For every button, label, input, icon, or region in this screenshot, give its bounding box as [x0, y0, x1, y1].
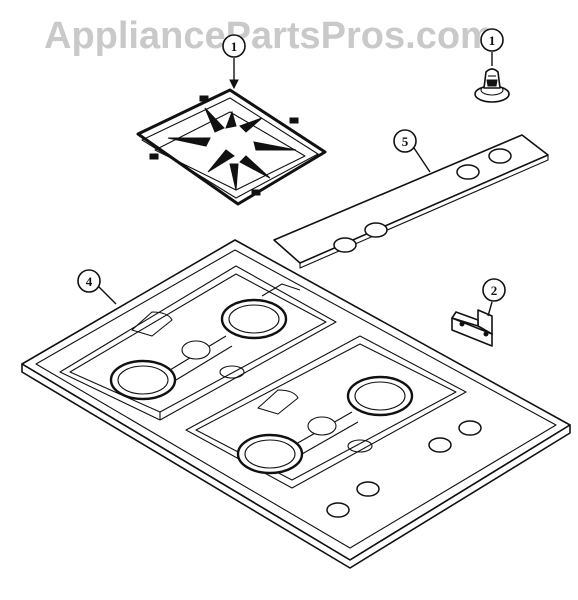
callout-knob: 1	[480, 28, 504, 66]
callout-label: 5	[402, 134, 409, 149]
watermark-text: AppliancePartsPros.com	[44, 15, 494, 57]
knob-part	[474, 68, 510, 103]
callout-cooktop: 4	[77, 269, 117, 305]
grate-part	[136, 88, 327, 206]
bracket-part	[451, 309, 493, 347]
callout-label: 4	[86, 274, 93, 289]
callout-label: 1	[489, 33, 496, 48]
callout-bracket: 2	[482, 278, 506, 317]
cooktop-part	[21, 239, 571, 569]
callout-label: 2	[491, 283, 498, 298]
callout-label: 1	[231, 39, 238, 54]
callout-grate: 1	[222, 34, 246, 90]
callout-control-panel: 5	[393, 129, 431, 173]
control-panel-part	[273, 134, 549, 269]
